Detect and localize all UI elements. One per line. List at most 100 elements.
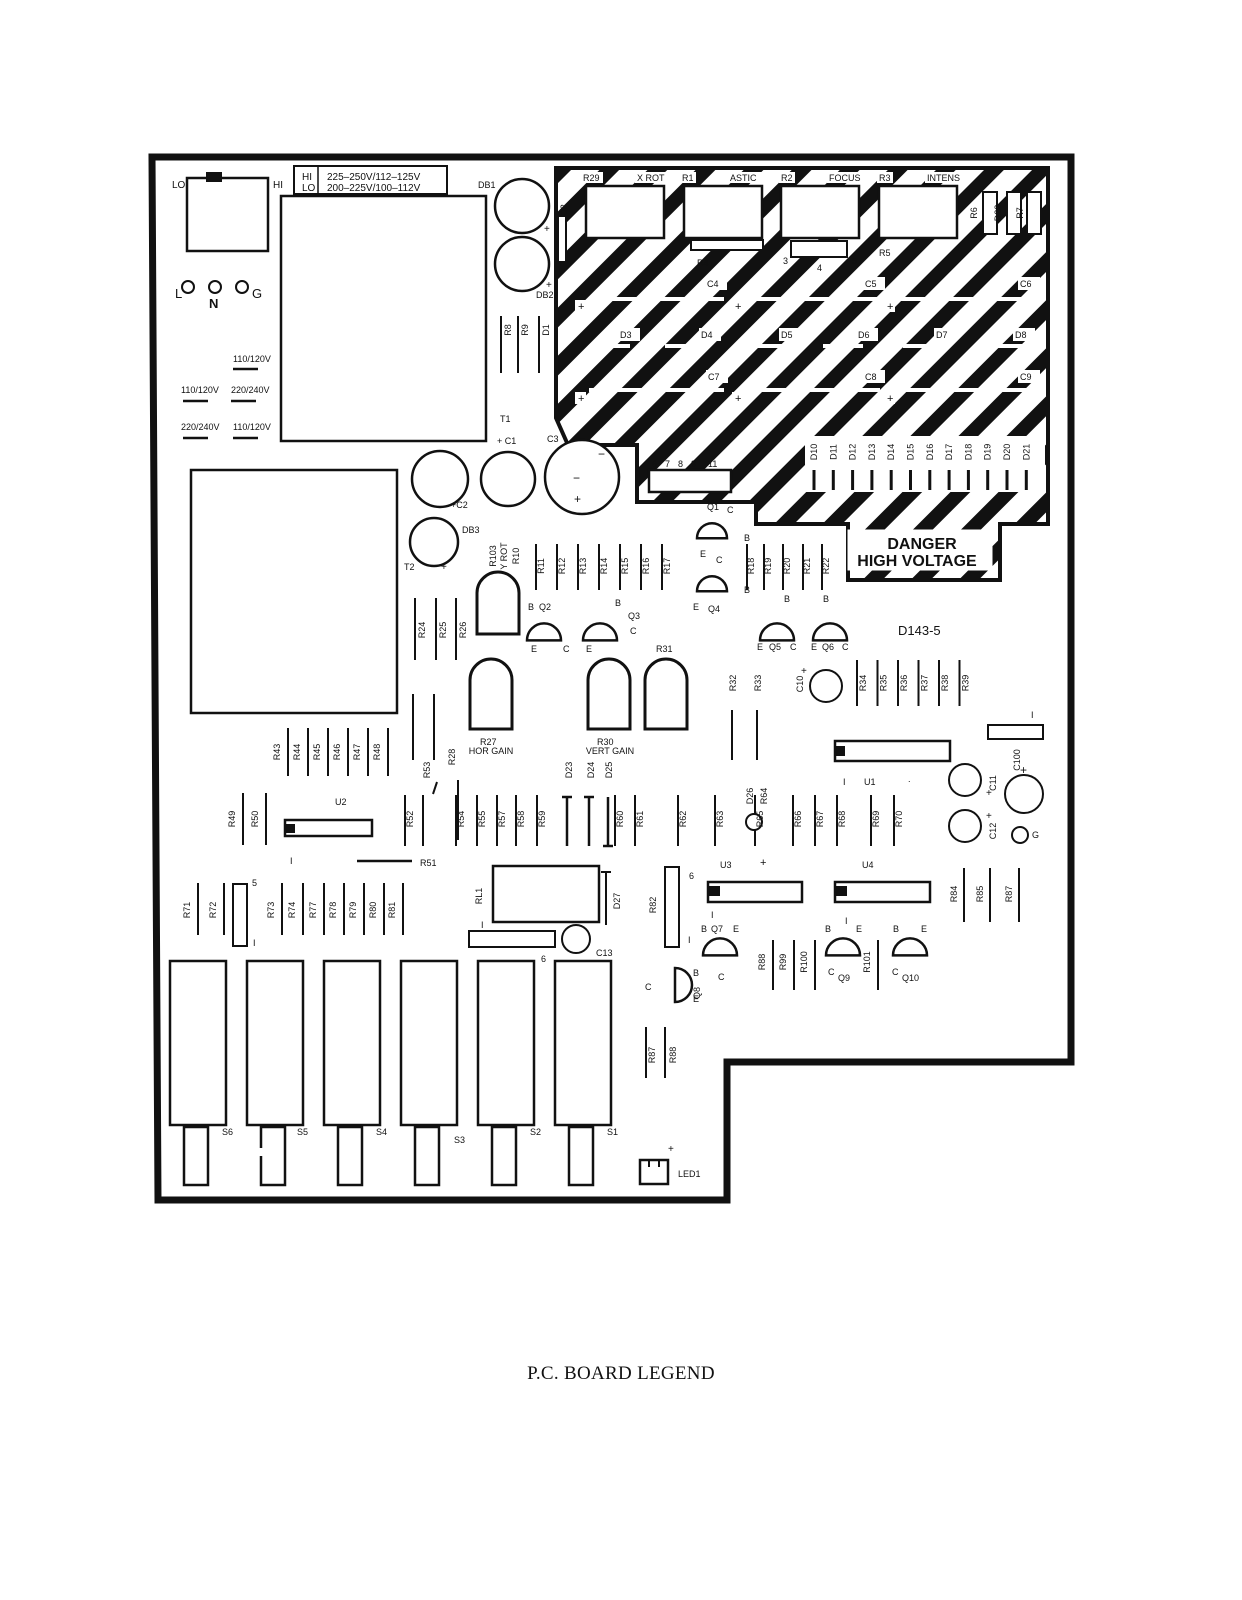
board-outline — [148, 153, 1075, 1204]
plus-mark: + — [735, 393, 741, 405]
resistor-label: R68 — [837, 811, 847, 828]
resistor-label: R17 — [662, 558, 672, 575]
label-bg — [1013, 328, 1035, 341]
pin-mark: C — [645, 982, 652, 992]
label-r49: R52 — [405, 811, 415, 828]
label-db1: DB1 — [478, 180, 496, 190]
hv-trim-pot — [682, 184, 764, 240]
label-d22: D22 — [993, 205, 1003, 222]
label-bg — [863, 277, 885, 290]
label-c100: C100 — [1012, 749, 1022, 771]
high-voltage-label: HIGH VOLTAGE — [857, 553, 977, 570]
hv-diode-label: D7 — [936, 330, 948, 340]
label-s2: S2 — [530, 1127, 541, 1137]
label-bg — [575, 392, 586, 404]
label-c1: + C1 — [497, 436, 516, 446]
switch-body — [553, 959, 613, 1127]
label-r7: R7 — [1015, 207, 1025, 219]
pin-mark: E — [693, 994, 699, 1004]
resistor-label: R39 — [961, 675, 971, 692]
resistor-label: R87 — [1004, 886, 1014, 903]
label-r30: R30 — [597, 737, 614, 747]
voltage-lo-label: LO — [302, 183, 316, 194]
ic-u2 — [283, 818, 374, 838]
jumper-label: 110/120V — [233, 354, 271, 364]
plus-mark: + — [544, 224, 550, 235]
switch-plunger — [182, 1125, 210, 1187]
pin-mark: 8 — [678, 459, 683, 469]
hv-diode-label: D4 — [701, 330, 713, 340]
label-s5: S5 — [297, 1127, 308, 1137]
hv-cap-label: C4 — [707, 279, 719, 289]
pin-mark: E — [531, 644, 537, 654]
pin-mark: 6 — [652, 459, 657, 469]
label-r6: R6 — [969, 207, 979, 219]
hv-diode-label: D19 — [983, 444, 993, 461]
transformer-t1 — [279, 194, 488, 443]
transistor-q5 — [758, 622, 796, 642]
pin-mark: I — [843, 777, 846, 787]
hv-cap-label: C9 — [1020, 372, 1032, 382]
label-q8: Q8 — [692, 987, 702, 999]
pin-mark: E — [856, 924, 862, 934]
label-q4: Q4 — [708, 604, 720, 614]
label-c3: C3 — [547, 434, 559, 444]
label-r61: R64 — [759, 788, 769, 805]
terminal-g-pad — [235, 280, 249, 294]
switch-body — [168, 959, 228, 1127]
resistor-label: R54 — [456, 811, 466, 828]
label-r31: R31 — [656, 644, 673, 654]
pin-mark: B — [528, 602, 534, 612]
vert-gain-label: VERT GAIN — [586, 746, 634, 756]
label-r10: R10 — [511, 548, 521, 565]
cap-c11 — [948, 763, 982, 797]
resistor-label: R48 — [372, 744, 382, 761]
pot-r103 — [475, 570, 521, 636]
bridge-db3 — [408, 516, 460, 568]
label-q7: Q7 — [711, 924, 723, 934]
hv-cap-label: C7 — [708, 372, 720, 382]
label-bg — [635, 172, 669, 183]
resistor-label: R21 — [802, 558, 812, 575]
label-bg — [581, 172, 603, 183]
hv-diode-label: D5 — [781, 330, 793, 340]
pin-mark: 5 — [852, 256, 857, 266]
pin-mark: E — [586, 644, 592, 654]
resistor-label: R37 — [920, 675, 930, 692]
resistor-label: R72 — [208, 902, 218, 919]
label-bg — [680, 172, 696, 183]
label-bg — [779, 172, 795, 183]
resistor-r4 — [690, 239, 764, 251]
cap-c10 — [809, 669, 843, 703]
pin-mark: I — [845, 916, 848, 926]
label-bg — [732, 392, 743, 404]
hv-cap-label: C6 — [1020, 279, 1032, 289]
label-bg — [575, 300, 586, 312]
resistor-label: R24 — [417, 622, 427, 639]
hv-diode-label: D13 — [867, 444, 877, 461]
resistor-label: R69 — [871, 811, 881, 828]
label-c10: C10 — [795, 676, 805, 693]
label-c2: +C2 — [451, 500, 468, 510]
switch-plunger — [413, 1125, 441, 1187]
resistor — [432, 781, 438, 795]
resistor-label: R80 — [368, 902, 378, 919]
jumper-label: 110/120V — [181, 385, 219, 395]
label-bg — [779, 328, 801, 341]
resistor-label: R84 — [949, 886, 959, 903]
pin-mark: B — [823, 594, 829, 604]
voltage-range-lo: 200–225V/100–112V — [327, 183, 421, 194]
resistor-label: R101 — [862, 951, 872, 973]
cap-c12 — [948, 809, 982, 843]
minus-mark: − — [598, 447, 605, 461]
label-q2: Q2 — [539, 602, 551, 612]
label-d24: D24 — [586, 762, 596, 779]
resistor-r99 — [232, 883, 248, 947]
pin-mark: B — [825, 924, 831, 934]
pin-mark: B — [693, 968, 699, 978]
resistor-label: R59 — [537, 811, 547, 828]
cap-c13 — [561, 924, 591, 954]
hv-trim-pot — [584, 184, 666, 240]
label-u3: U3 — [720, 860, 732, 870]
